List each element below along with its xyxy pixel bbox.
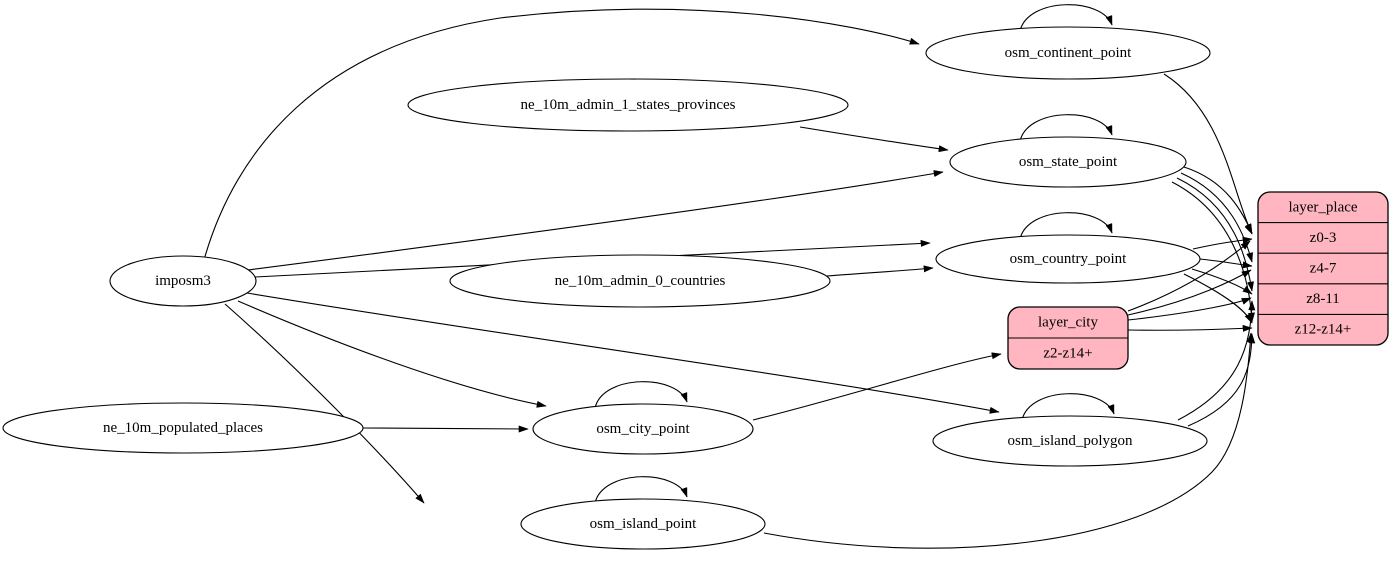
self-loop-osm_continent_point	[1019, 4, 1113, 32]
edge-osm_city_point-to-layer_city-z2-z14+	[752, 352, 1002, 421]
record-title-layer_city: layer_city	[1038, 315, 1098, 331]
edge-imposm3-to-osm_island_point	[224, 303, 425, 504]
node-ne_10m_admin_0_countries: ne_10m_admin_0_countries	[449, 254, 831, 308]
record-row-layer_place-z8-11: z8-11	[1306, 291, 1340, 307]
edge-layer_city-to-layer_place-z0-3	[1127, 240, 1251, 312]
node-shape-osm_continent_point	[925, 26, 1211, 80]
node-ne_10m_populated_places: ne_10m_populated_places	[2, 402, 364, 454]
node-osm_city_point: osm_city_point	[532, 403, 754, 455]
node-label-osm_country_point: osm_country_point	[1010, 251, 1127, 267]
node-shape-osm_city_point	[532, 403, 754, 455]
node-shape-imposm3	[109, 255, 257, 307]
node-osm_state_point: osm_state_point	[949, 136, 1187, 188]
self-loop-osm_country_point	[1019, 212, 1113, 240]
edge-osm_country_point-to-layer_place-z8-11	[1191, 268, 1253, 295]
record-row-layer_place-z0-3: z0-3	[1310, 230, 1337, 246]
edge-osm_country_point-to-layer_place-z12-z14+	[1183, 273, 1253, 324]
edge-osm_state_point-to-layer_place-z0-3	[1183, 166, 1253, 234]
edge-osm_country_point-to-layer_place-z4-7	[1199, 258, 1253, 269]
node-imposm3: imposm3	[109, 255, 257, 307]
node-osm_island_polygon: osm_island_polygon	[932, 415, 1208, 467]
edge-layer_city-to-layer_place-z12-z14+	[1127, 324, 1253, 332]
node-shape-osm_state_point	[949, 136, 1187, 188]
node-shape-ne_10m_populated_places	[2, 402, 364, 454]
node-shape-osm_island_polygon	[932, 415, 1208, 467]
edge-osm_island_point-to-layer_place-z12-z14+	[763, 332, 1254, 549]
node-osm_country_point: osm_country_point	[935, 234, 1201, 284]
record-title-layer_place: layer_place	[1288, 199, 1357, 215]
node-label-ne_10m_admin_1_states_provinces: ne_10m_admin_1_states_provinces	[521, 97, 736, 113]
edge-osm_state_point-to-layer_place-z8-11	[1176, 177, 1254, 292]
edge-imposm3-to-osm_state_point	[247, 170, 944, 271]
record-shape-layer_place	[1257, 191, 1389, 346]
node-shape-ne_10m_admin_0_countries	[449, 254, 831, 308]
edge-osm_island_polygon-to-layer_place-z12-z14+	[1187, 333, 1256, 427]
edge-osm_continent_point-to-layer_place-z0-3	[1163, 73, 1253, 235]
self-loop-osm_island_polygon	[1021, 393, 1115, 421]
node-label-ne_10m_admin_0_countries: ne_10m_admin_0_countries	[555, 273, 726, 289]
node-label-osm_state_point: osm_state_point	[1019, 154, 1118, 170]
self-loop-osm_island_point	[594, 476, 688, 504]
node-osm_island_point: osm_island_point	[520, 498, 766, 550]
record-row-layer_place-z4-7: z4-7	[1310, 261, 1337, 277]
node-label-osm_city_point: osm_city_point	[596, 421, 690, 437]
node-shape-ne_10m_admin_1_states_provinces	[407, 78, 849, 132]
edge-imposm3-to-osm_continent_point	[203, 8, 920, 261]
record-row-layer_place-z12-z14+: z12-z14+	[1295, 322, 1352, 338]
edge-imposm3-to-osm_city_point	[237, 300, 547, 408]
edge-layer_city-to-layer_place-z4-7	[1127, 269, 1252, 316]
node-label-imposm3: imposm3	[155, 273, 211, 289]
node-ne_10m_admin_1_states_provinces: ne_10m_admin_1_states_provinces	[407, 78, 849, 132]
self-loop-osm_city_point	[594, 381, 688, 409]
node-shape-osm_island_point	[520, 498, 766, 550]
edge-layer_city-to-layer_place-z8-11	[1127, 297, 1252, 321]
edge-imposm3-to-osm_island_polygon	[246, 292, 1000, 414]
node-label-osm_island_polygon: osm_island_polygon	[1007, 433, 1133, 449]
node-osm_continent_point: osm_continent_point	[925, 26, 1211, 80]
edge-ne_10m_admin_0_countries-to-osm_country_point	[826, 265, 934, 277]
edge-osm_island_polygon-to-layer_place-z8-11	[1177, 300, 1256, 421]
record-layer_city: layer_city z2-z14+	[1007, 306, 1129, 370]
edge-osm_state_point-to-layer_place-z4-7	[1180, 172, 1253, 263]
node-label-osm_continent_point: osm_continent_point	[1005, 45, 1132, 61]
record-row-layer_city-z2-z14+: z2-z14+	[1043, 346, 1092, 362]
node-shape-osm_country_point	[935, 234, 1201, 284]
node-label-ne_10m_populated_places: ne_10m_populated_places	[103, 420, 263, 436]
edge-ne_10m_populated_places-to-osm_city_point	[362, 425, 529, 433]
self-loop-osm_state_point	[1019, 114, 1113, 142]
record-layer_place: layer_place z0-3 z4-7 z8-11 z12-z14+	[1257, 191, 1389, 346]
edge-osm_country_point-to-layer_place-z0-3	[1192, 236, 1253, 250]
node-label-osm_island_point: osm_island_point	[590, 516, 698, 532]
edge-ne_10m_admin_1_states_provinces-to-osm_state_point	[799, 126, 949, 153]
